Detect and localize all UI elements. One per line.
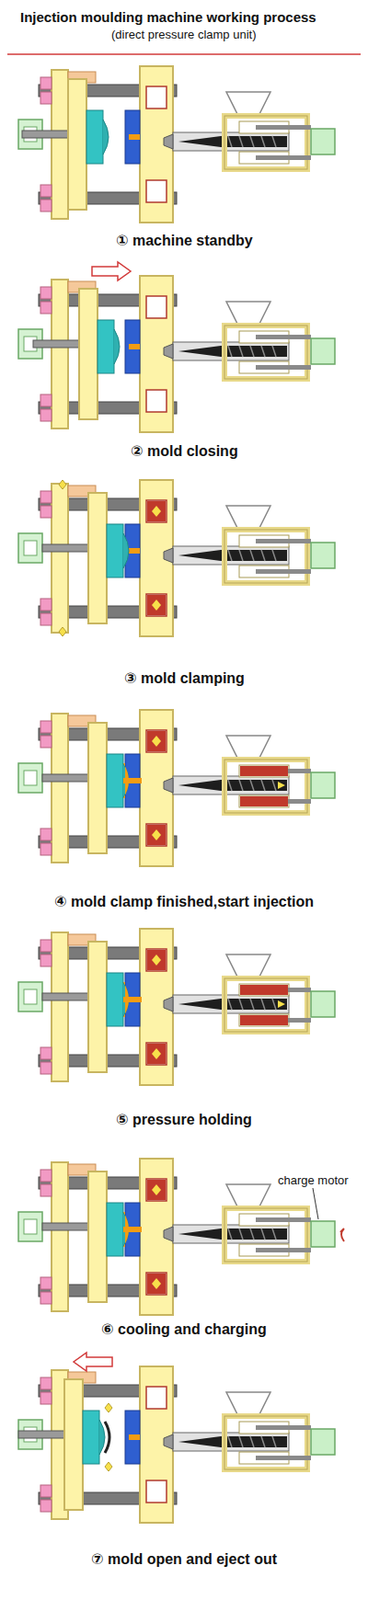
step-caption: ① machine standby — [115, 231, 253, 250]
step-caption: ⑦ mold open and eject out — [91, 1551, 277, 1569]
step-caption: ⑤ pressure holding — [115, 1111, 253, 1129]
title: Injection moulding machine working proce… — [20, 9, 317, 25]
step-caption: ② mold closing — [130, 442, 239, 460]
step-caption: ④ mold clamp finished,start injection — [54, 893, 314, 911]
part-label: charge motor — [277, 1173, 349, 1188]
step-caption: ⑥ cooling and charging — [101, 1321, 267, 1339]
subtitle: (direct pressure clamp unit) — [111, 27, 257, 42]
step-caption: ③ mold clamping — [124, 669, 245, 688]
